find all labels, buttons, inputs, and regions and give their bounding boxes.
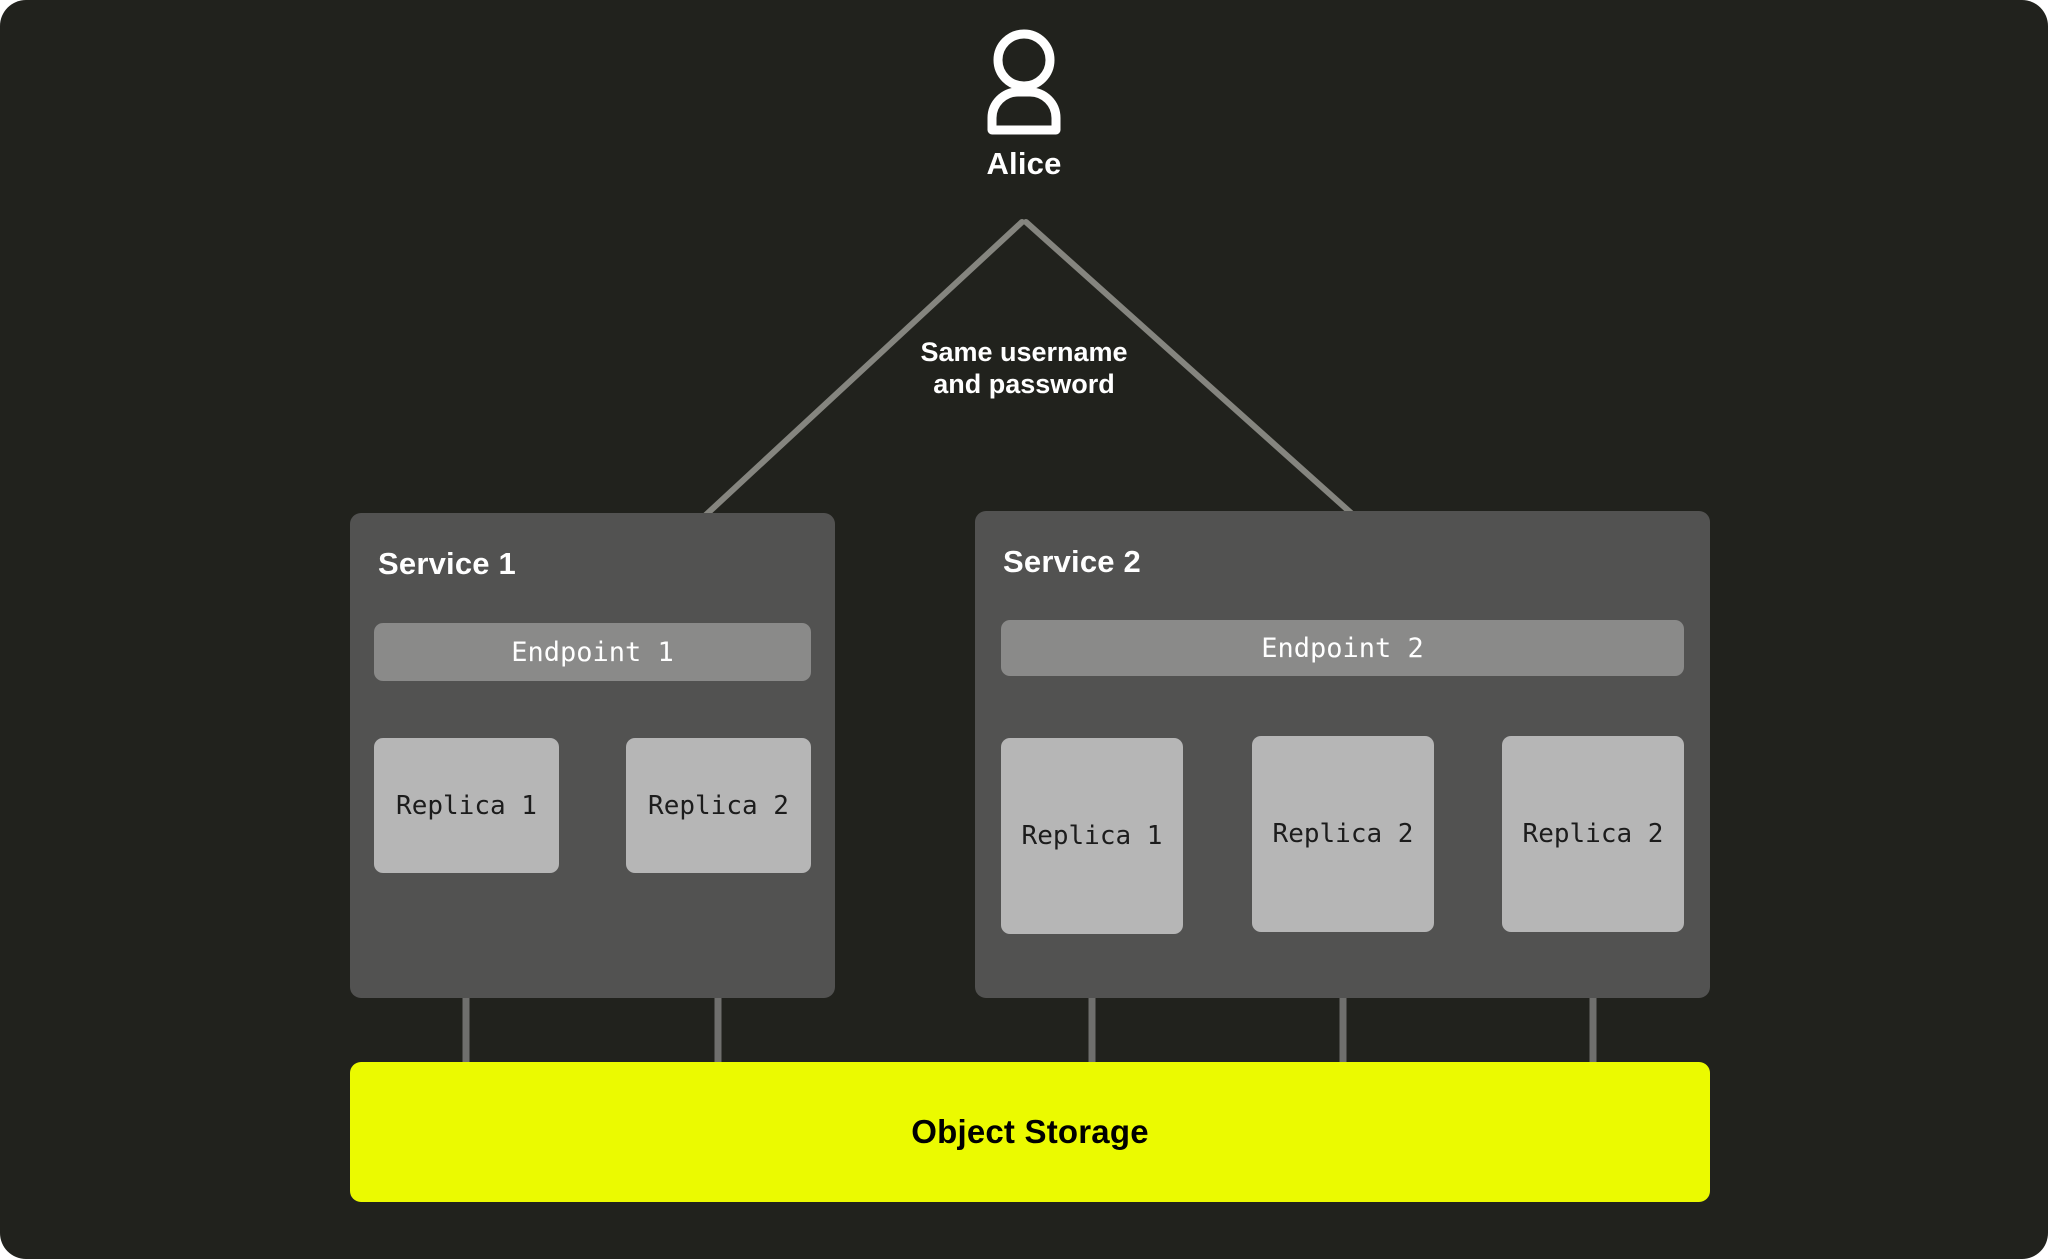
service-2-replica-3[interactable]: Replica 2: [1502, 736, 1684, 932]
actor-label: Alice: [986, 146, 1062, 181]
service-1-replica-2[interactable]: Replica 2: [626, 738, 811, 873]
service-1-title: Service 1: [378, 546, 516, 581]
service-1-replica-1[interactable]: Replica 1: [374, 738, 559, 873]
service-2-title: Service 2: [1003, 544, 1141, 579]
actor-alice: Alice: [924, 26, 1124, 196]
object-storage-label: Object Storage: [911, 1113, 1149, 1150]
endpoint-1[interactable]: Endpoint 1: [374, 623, 811, 681]
flow-annotation-line-2: and password: [933, 368, 1115, 399]
service-2-replica-1[interactable]: Replica 1: [1001, 738, 1183, 934]
user-icon: [987, 29, 1061, 135]
flow-annotation: Same username and password: [824, 337, 1224, 401]
object-storage-bar[interactable]: Object Storage: [350, 1062, 1710, 1202]
service-2-replica-2[interactable]: Replica 2: [1252, 736, 1434, 932]
endpoint-2[interactable]: Endpoint 2: [1001, 620, 1684, 676]
flow-annotation-line-1: Same username: [920, 337, 1128, 367]
